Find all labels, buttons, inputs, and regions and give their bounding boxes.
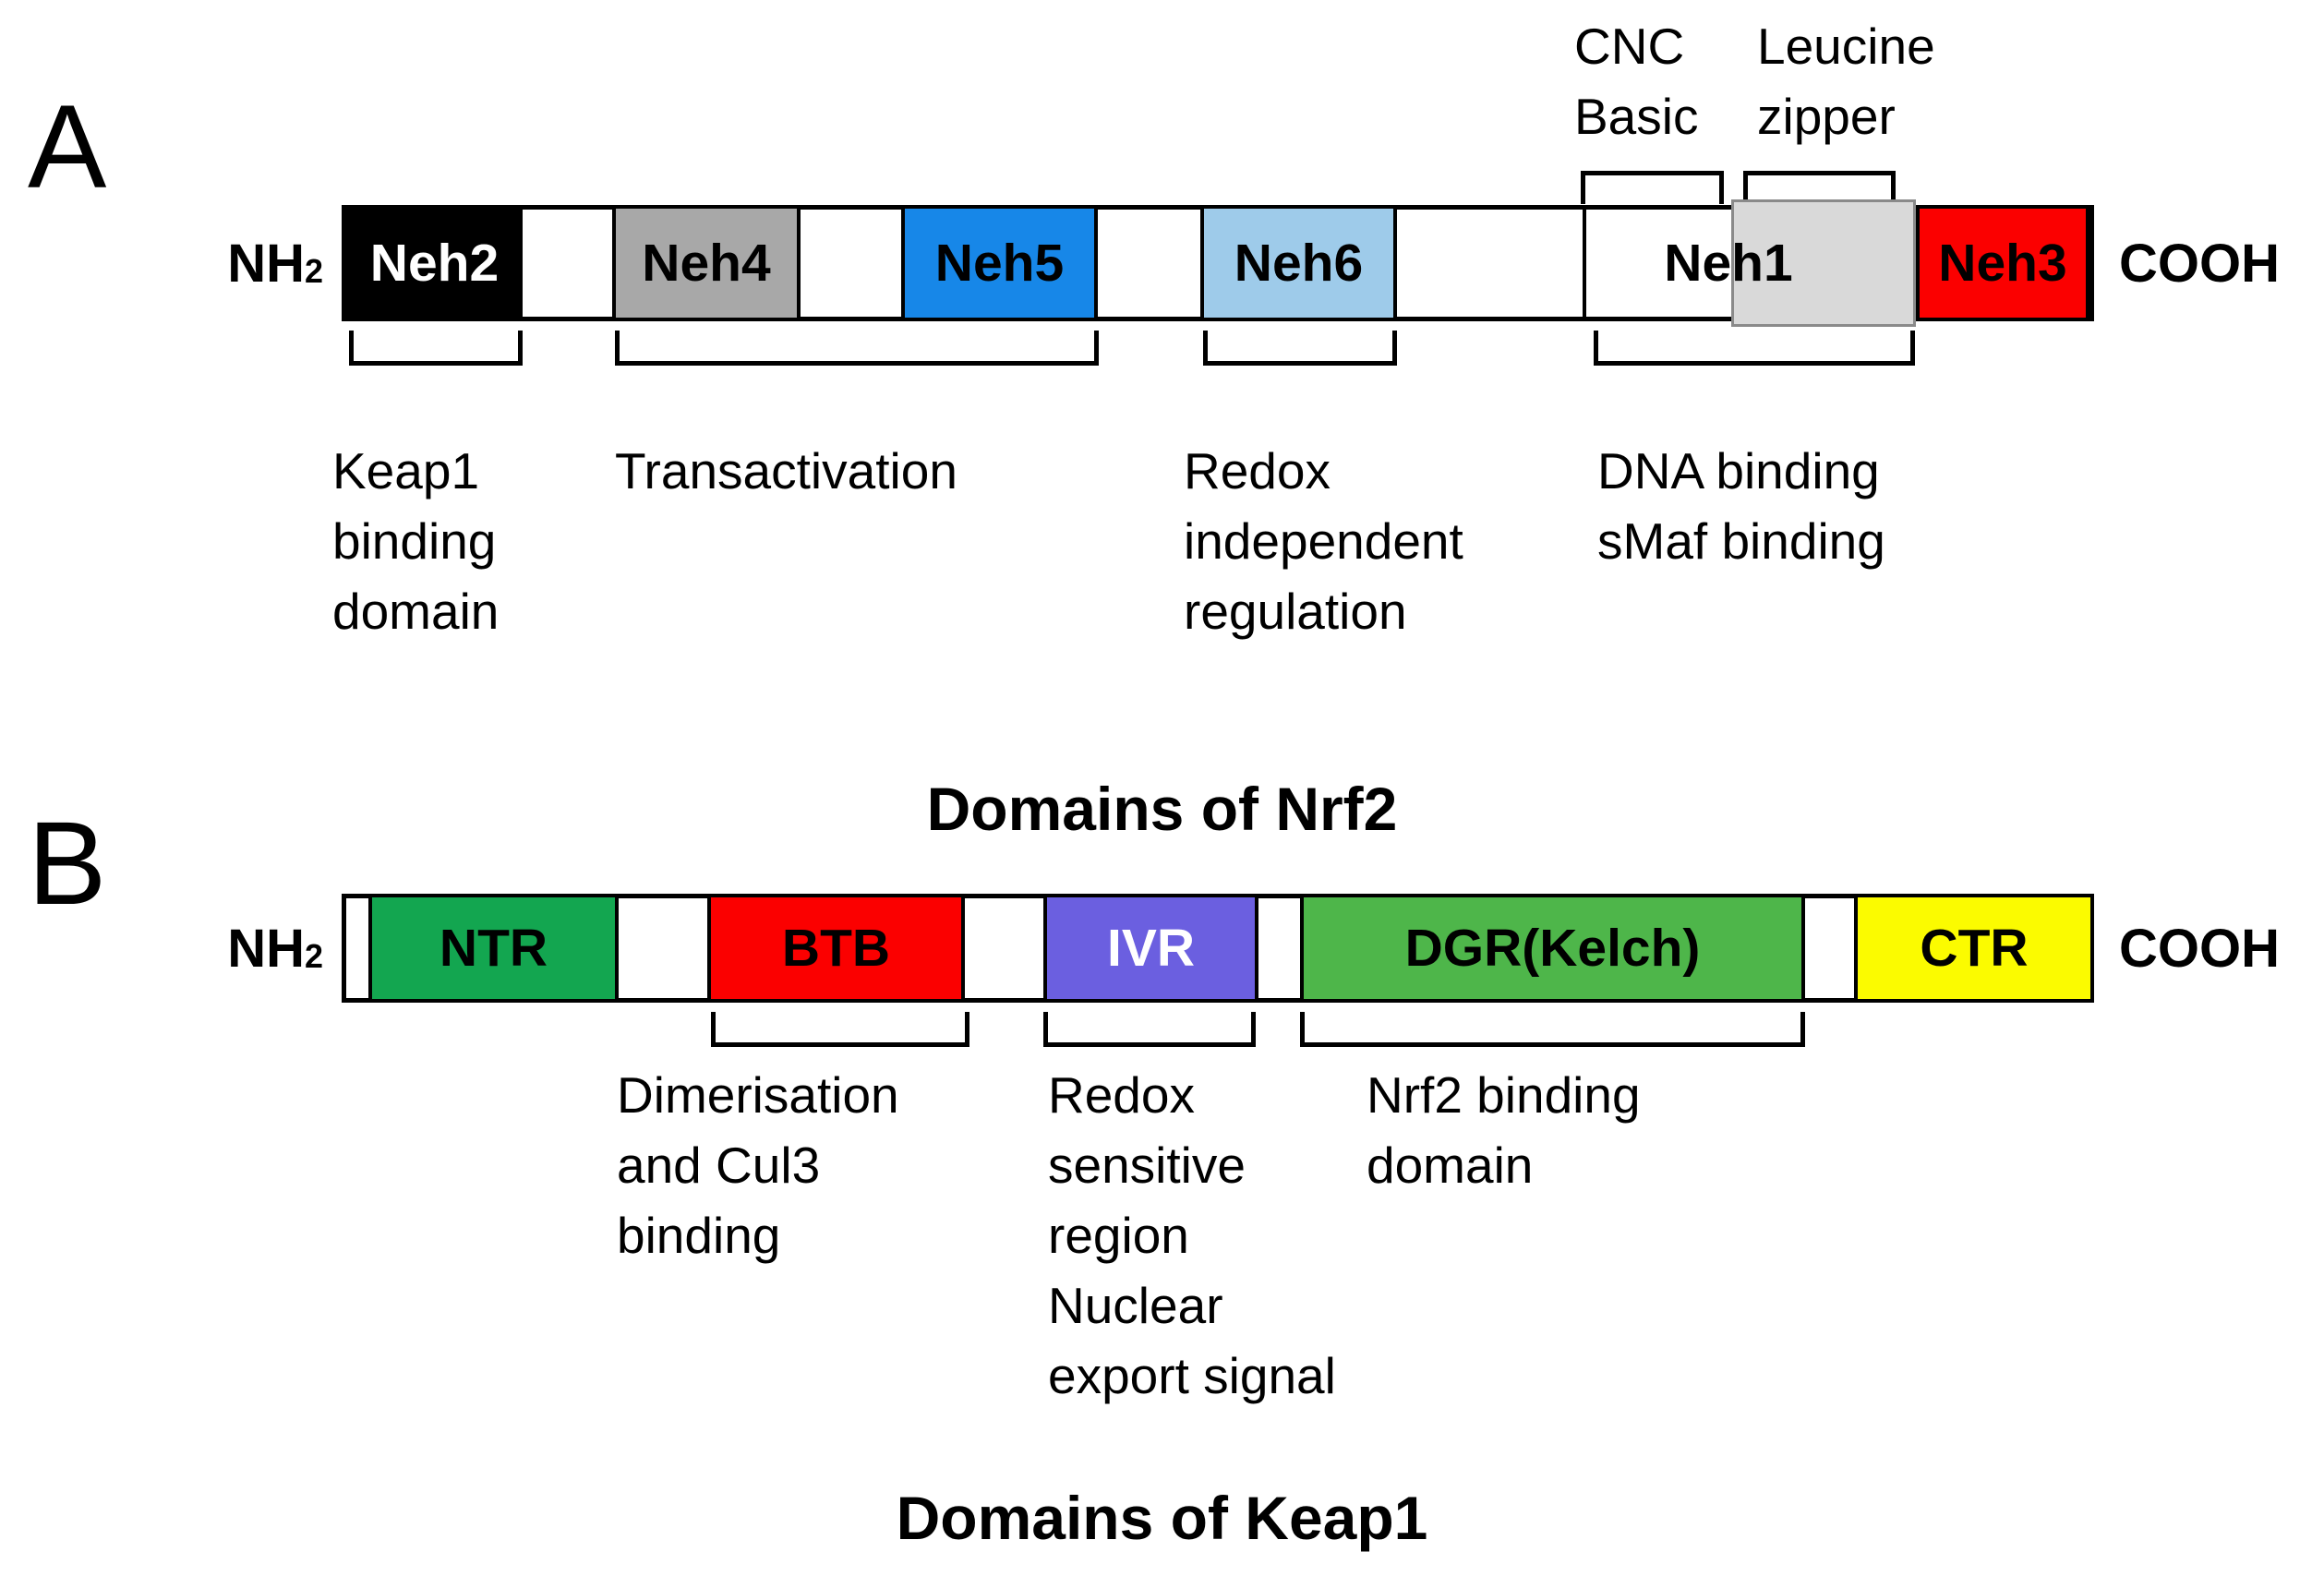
dna-binding-bracket (1594, 331, 1915, 366)
redox-sensitive-bracket (1043, 1012, 1256, 1047)
nrf2-binding-bracket (1300, 1012, 1805, 1047)
dna-binding-line1: DNA binding (1597, 442, 1880, 499)
dimerisation-line3: binding (617, 1207, 781, 1264)
redox-sensitive-line2: sensitive (1048, 1137, 1246, 1194)
segment-ntr-label: NTR (439, 919, 548, 978)
segment-dgr-kelch: DGR(Kelch) (1300, 894, 1805, 1003)
segment-neh3-label: Neh3 (1938, 234, 2067, 293)
keap1-binding-domain-line3: domain (332, 583, 500, 640)
segment-neh1-label: Neh1 (1664, 234, 1793, 293)
redox-independent-regulation-label: Redox independent regulation (1184, 436, 1463, 646)
keap1-binding-domain-label: Keap1 binding domain (332, 436, 499, 646)
dna-binding-line2: sMaf binding (1597, 512, 1885, 570)
segment-neh5: Neh5 (901, 205, 1098, 321)
leucine-zipper-label: Leucine zipper (1757, 11, 1935, 151)
segment-dgr-kelch-label: DGR(Kelch) (1404, 919, 1701, 978)
segment-ivr-label: IVR (1106, 919, 1196, 978)
redox-sensitive-line4: Nuclear (1048, 1277, 1223, 1334)
transactivation-label: Transactivation (615, 436, 957, 506)
neh1-region-divider (1583, 205, 1586, 321)
segment-ctr-label: CTR (1920, 919, 2029, 978)
keap1-binding-domain-line1: Keap1 (332, 442, 480, 499)
segment-btb-label: BTB (781, 919, 891, 978)
keap1-binding-domain-line2: binding (332, 512, 497, 570)
cnc-basic-label-line2: Basic (1574, 88, 1699, 145)
dna-binding-smaf-label: DNA binding sMaf binding (1597, 436, 1885, 576)
leucine-zipper-label-line1: Leucine (1757, 18, 1935, 75)
nrf2-binding-line2: domain (1367, 1137, 1534, 1194)
segment-neh3: Neh3 (1916, 205, 2089, 321)
segment-neh2-label: Neh2 (369, 234, 500, 293)
panel-b-letter: B (28, 798, 107, 930)
segment-neh4-label: Neh4 (642, 234, 771, 293)
nh2-text: NH (227, 918, 305, 979)
panel-a-cooh-label: COOH (2119, 205, 2322, 321)
segment-neh4: Neh4 (612, 205, 801, 321)
dimerisation-line2: and Cul3 (617, 1137, 821, 1194)
redox-sensitive-line5: export signal (1048, 1347, 1336, 1404)
cooh-text: COOH (2119, 918, 2280, 979)
keap1-binding-bracket (349, 331, 523, 366)
segment-neh6-label: Neh6 (1234, 234, 1364, 293)
redox-sensitive-nes-label: Redox sensitive region Nuclear export si… (1048, 1060, 1336, 1411)
nrf2-domain-bar: Neh2 Neh4 Neh5 Neh6 Neh1 Neh3 (342, 199, 2094, 327)
leucine-zipper-bracket (1743, 171, 1896, 204)
segment-neh6: Neh6 (1200, 205, 1397, 321)
redox-independent-bracket (1203, 331, 1397, 366)
cnc-basic-label-line1: CNC (1574, 18, 1685, 75)
redox-sensitive-line3: region (1048, 1207, 1189, 1264)
redox-independent-line2: independent (1184, 512, 1463, 570)
redox-independent-line1: Redox (1184, 442, 1331, 499)
nrf2-binding-domain-label: Nrf2 binding domain (1367, 1060, 1641, 1200)
dimerisation-cul3-label: Dimerisation and Cul3 binding (617, 1060, 899, 1270)
nrf2-binding-line1: Nrf2 binding (1367, 1066, 1641, 1124)
segment-neh1-zipper-region (1731, 199, 1916, 327)
panel-b-title: Domains of Keap1 (896, 1484, 1428, 1552)
segment-neh5-label: Neh5 (934, 234, 1065, 293)
keap1-domain-bar: NTR BTB IVR DGR(Kelch) CTR (342, 894, 2094, 1003)
panel-b-cooh-label: COOH (2119, 894, 2322, 1003)
dimerisation-line1: Dimerisation (617, 1066, 899, 1124)
nh2-text: NH (227, 233, 305, 294)
segment-ntr: NTR (368, 894, 619, 1003)
redox-independent-line3: regulation (1184, 583, 1407, 640)
transactivation-bracket (615, 331, 1099, 366)
segment-ivr: IVR (1043, 894, 1258, 1003)
dimerisation-bracket (711, 1012, 969, 1047)
segment-ctr: CTR (1854, 894, 2094, 1003)
segment-neh2: Neh2 (346, 205, 523, 321)
cnc-basic-bracket (1581, 171, 1724, 204)
leucine-zipper-label-line2: zipper (1757, 88, 1896, 145)
cnc-basic-label: CNC Basic (1574, 11, 1699, 151)
transactivation-line1: Transactivation (615, 442, 957, 499)
redox-sensitive-line1: Redox (1048, 1066, 1195, 1124)
panel-a-title: Domains of Nrf2 (926, 775, 1398, 843)
cooh-text: COOH (2119, 233, 2280, 294)
segment-btb: BTB (707, 894, 965, 1003)
panel-a-letter: A (28, 81, 107, 213)
